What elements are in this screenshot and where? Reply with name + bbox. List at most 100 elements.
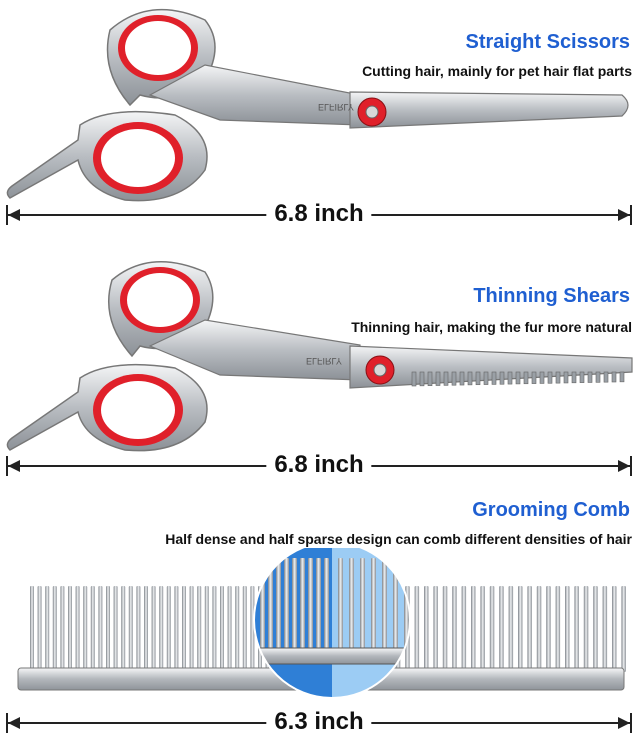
- comb-pin: [555, 586, 561, 672]
- tooth: [587, 371, 593, 383]
- grooming-comb-length-indicator: 6.3 inch: [6, 708, 632, 736]
- comb-pin: [268, 558, 273, 652]
- comb-pin: [308, 558, 313, 652]
- tooth: [443, 371, 449, 386]
- tooth: [483, 371, 489, 385]
- comb-pin: [250, 586, 255, 672]
- comb-pin: [220, 586, 224, 672]
- comb-pin: [60, 586, 65, 672]
- comb-pin: [338, 558, 343, 652]
- comb-pin: [260, 558, 265, 652]
- tooth: [531, 371, 537, 384]
- comb-pin: [574, 586, 579, 672]
- comb-pin: [461, 586, 467, 672]
- tooth: [579, 371, 585, 383]
- grooming-comb-description: Half dense and half sparse design can co…: [165, 531, 632, 547]
- comb-pin: [546, 586, 551, 672]
- tooth: [459, 371, 465, 386]
- comb-pin: [489, 586, 495, 672]
- comb-pin: [602, 586, 608, 672]
- zoom-detail-circle: [254, 548, 410, 698]
- tooth: [523, 371, 529, 385]
- comb-pin: [136, 586, 141, 672]
- tooth: [467, 371, 473, 386]
- tooth: [571, 371, 577, 384]
- tooth: [427, 371, 433, 386]
- tooth: [515, 371, 521, 385]
- comb-pin: [316, 558, 321, 652]
- comb-pin: [292, 558, 297, 652]
- comb-pin: [98, 586, 103, 672]
- brand-mark: ELFIRLY: [306, 356, 342, 366]
- comb-pin: [424, 586, 429, 672]
- tooth: [475, 371, 481, 386]
- comb-pin: [284, 558, 289, 652]
- comb-pin: [128, 586, 133, 672]
- comb-pin: [212, 586, 217, 672]
- tooth: [435, 371, 441, 386]
- comb-pin: [151, 586, 156, 672]
- grooming-comb-section: Grooming Comb Half dense and half sparse…: [0, 490, 640, 744]
- tooth: [547, 371, 553, 384]
- comb-pin: [242, 586, 247, 672]
- tooth: [419, 371, 425, 387]
- comb-pin: [324, 558, 329, 652]
- comb-pin: [235, 586, 240, 672]
- comb-pin: [30, 586, 34, 672]
- comb-pin: [508, 586, 514, 672]
- comb-pin: [471, 586, 476, 672]
- comb-pin: [68, 586, 72, 672]
- tooth: [619, 371, 625, 383]
- comb-pin: [174, 586, 179, 672]
- tooth: [555, 371, 561, 384]
- comb-pin: [90, 586, 95, 672]
- thinning-shears-image: ELFIRLY: [6, 261, 633, 452]
- tooth: [539, 371, 545, 384]
- comb-pin: [612, 586, 617, 672]
- tooth: [603, 371, 609, 383]
- tooth: [411, 371, 417, 387]
- tooth: [595, 371, 601, 383]
- straight-scissors-length-indicator: 6.8 inch: [6, 200, 632, 228]
- comb-pin: [144, 586, 148, 672]
- comb-pin: [37, 586, 42, 672]
- straight-scissors-section: ELFIRLY Straight Scissors Cutting hair, …: [0, 0, 640, 240]
- thinning-shears-description: Thinning hair, making the fur more natur…: [351, 319, 632, 335]
- comb-pin: [106, 586, 110, 672]
- tooth: [563, 371, 569, 384]
- comb-pin: [593, 586, 598, 672]
- comb-pin: [121, 586, 126, 672]
- comb-pin: [583, 586, 589, 672]
- comb-pin: [433, 586, 438, 672]
- comb-pin: [182, 586, 186, 672]
- comb-pin: [360, 558, 365, 652]
- comb-pin: [393, 558, 398, 652]
- tooth: [611, 371, 617, 383]
- comb-pin: [189, 586, 194, 672]
- comb-pin: [204, 586, 209, 672]
- thinning-shears-length: 6.8 inch: [266, 451, 372, 479]
- comb-pin: [414, 586, 420, 672]
- thinning-shears-title: Thinning Shears: [473, 285, 630, 307]
- thinning-shears-section: ELFIRLY Thinning Shears Thinning hair, m…: [0, 250, 640, 485]
- comb-pin: [166, 586, 171, 672]
- comb-pin: [442, 586, 448, 672]
- grooming-comb-title: Grooming Comb: [472, 499, 630, 521]
- grooming-comb-image: [17, 548, 626, 699]
- straight-scissors-description: Cutting hair, mainly for pet hair flat p…: [362, 63, 632, 79]
- comb-pin: [565, 586, 570, 672]
- comb-pin: [197, 586, 202, 672]
- comb-pin: [300, 558, 305, 652]
- tooth: [451, 371, 457, 386]
- comb-pin: [518, 586, 523, 672]
- comb-pin: [159, 586, 164, 672]
- comb-pin: [75, 586, 80, 672]
- tooth: [507, 371, 513, 385]
- comb-pin: [499, 586, 504, 672]
- comb-pin: [371, 558, 376, 652]
- comb-pin: [83, 586, 88, 672]
- comb-pin: [382, 558, 387, 652]
- comb-pin: [45, 586, 50, 672]
- comb-pin: [276, 558, 281, 652]
- grooming-comb-length: 6.3 inch: [266, 708, 372, 736]
